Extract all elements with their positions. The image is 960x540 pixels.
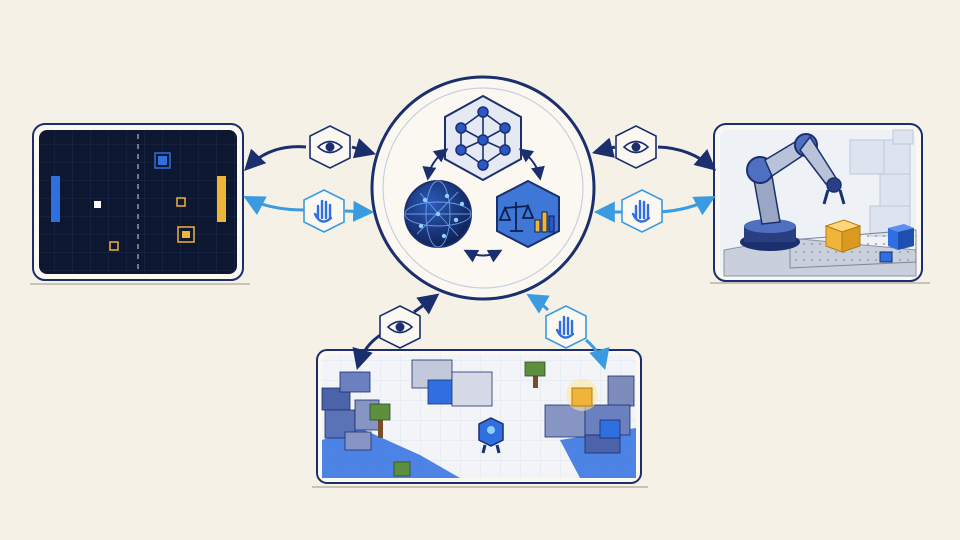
central-agent-hub bbox=[370, 75, 596, 301]
pong-game-environment bbox=[30, 123, 250, 285]
eye-icon bbox=[309, 125, 351, 169]
left-paddle bbox=[51, 176, 60, 222]
bottom-perception-arrow bbox=[413, 293, 440, 315]
bottom-action-arrow bbox=[526, 293, 550, 314]
neural-network-icon bbox=[444, 94, 522, 182]
eye-icon bbox=[379, 305, 421, 349]
robot-arm-icon bbox=[746, 133, 846, 225]
voxel-3d-world-environment bbox=[312, 349, 648, 488]
flow-arrows bbox=[243, 137, 717, 371]
scale-chart-icon bbox=[496, 179, 560, 249]
ball bbox=[94, 201, 101, 208]
left-perception-arrow bbox=[244, 145, 307, 172]
right-perception-arrow bbox=[591, 137, 616, 158]
agent-robot-icon bbox=[478, 417, 504, 454]
inner-cycle-arrows bbox=[422, 148, 545, 263]
voxel-tree bbox=[369, 403, 391, 438]
left-action-arrow bbox=[243, 196, 306, 216]
target-cube bbox=[824, 219, 862, 253]
right-paddle bbox=[217, 176, 226, 222]
globe-network-icon bbox=[404, 180, 472, 248]
eye-icon bbox=[615, 125, 657, 169]
hand-icon bbox=[303, 189, 345, 233]
hand-icon bbox=[621, 189, 663, 233]
robot-arm-environment bbox=[710, 123, 930, 284]
hand-icon bbox=[545, 305, 587, 349]
